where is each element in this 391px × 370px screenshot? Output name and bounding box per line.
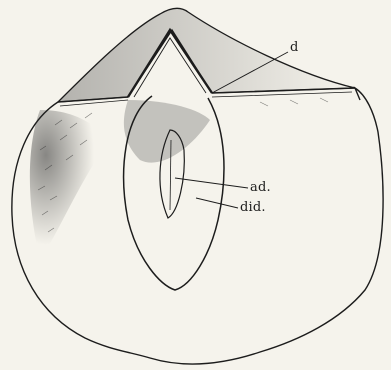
interarea <box>58 8 355 102</box>
label-did: did. <box>240 200 266 215</box>
label-d: d <box>290 40 299 55</box>
leader-did <box>196 198 238 208</box>
label-ad: ad. <box>250 180 271 195</box>
valve-shading <box>30 110 110 260</box>
leader-ad <box>175 178 248 188</box>
central-shading <box>124 100 210 163</box>
